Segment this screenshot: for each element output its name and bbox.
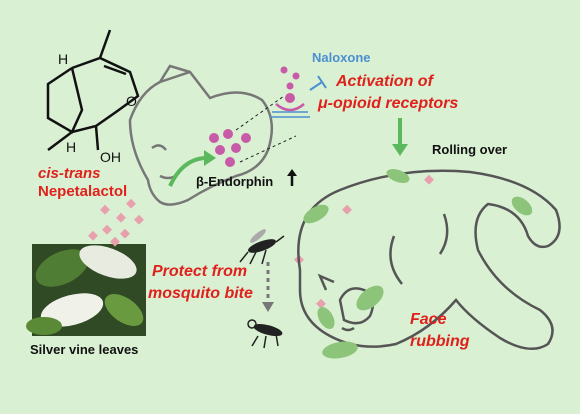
face-line1: Face bbox=[410, 311, 447, 328]
chem-h-top: H bbox=[58, 51, 68, 67]
face-line2: rubbing bbox=[410, 333, 470, 350]
endorphin-dots bbox=[209, 129, 251, 167]
mosquito-icon bbox=[239, 229, 285, 265]
opioid-receptor bbox=[270, 66, 310, 118]
protect-line2: mosquito bite bbox=[148, 285, 253, 302]
leaves-caption: Silver vine leaves bbox=[30, 342, 138, 357]
up-arrow-icon bbox=[287, 169, 297, 186]
activation-line1: Activation of bbox=[335, 73, 435, 90]
endorphin-label: β-Endorphin bbox=[196, 174, 273, 189]
rubbing-leaves bbox=[303, 169, 533, 359]
inhale-arrow bbox=[168, 156, 205, 187]
zoom-line-top bbox=[235, 95, 285, 131]
inhale-arrow-head bbox=[204, 150, 216, 166]
naloxone-inhibition-symbol bbox=[309, 75, 327, 91]
zoom-line-bottom bbox=[239, 135, 297, 163]
dead-mosquito-icon bbox=[247, 319, 283, 349]
chem-ring-oxygen: O bbox=[126, 93, 137, 109]
rolling-label: Rolling over bbox=[432, 142, 507, 157]
chem-name-line2: Nepetalactol bbox=[38, 183, 127, 200]
protect-line1: Protect from bbox=[152, 263, 247, 280]
activation-line2: μ-opioid receptors bbox=[317, 95, 458, 112]
activation-arrow-head bbox=[392, 144, 408, 156]
mosquito-repel-arrow-head bbox=[262, 302, 274, 312]
chem-oh: OH bbox=[100, 149, 121, 165]
nepetalactol-molecules bbox=[88, 174, 434, 309]
nepetalactol-structure bbox=[46, 29, 140, 151]
naloxone-label: Naloxone bbox=[312, 50, 371, 65]
chem-h-bottom: H bbox=[66, 139, 76, 155]
chem-name-line1: cis-trans bbox=[38, 165, 101, 182]
silver-vine-leaves-photo bbox=[26, 244, 146, 336]
